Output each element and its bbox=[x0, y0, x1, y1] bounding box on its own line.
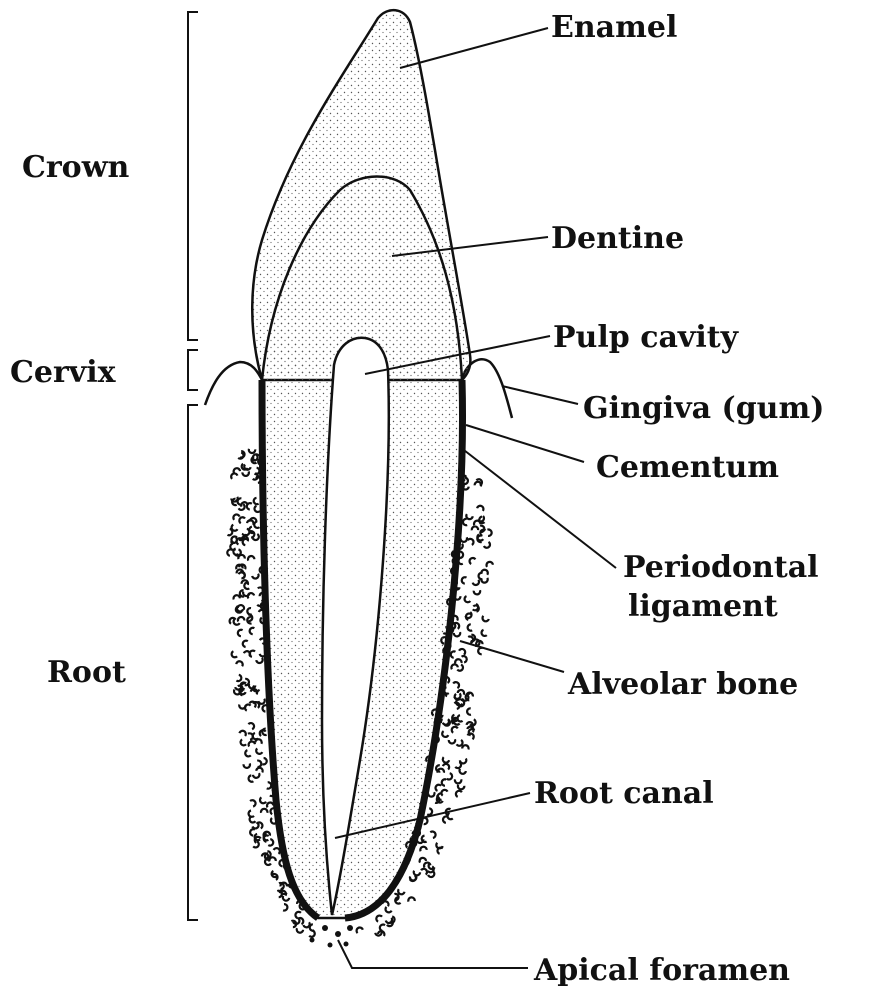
label-cementum: Cementum bbox=[596, 450, 779, 485]
crown-bracket bbox=[188, 12, 198, 340]
cervix-bracket bbox=[188, 350, 198, 390]
label-apical-foramen: Apical foramen bbox=[533, 953, 790, 988]
label-dentine: Dentine bbox=[551, 221, 684, 256]
gingiva-left bbox=[205, 362, 262, 405]
apical-foramen-leader bbox=[338, 940, 528, 968]
label-periodontal-line1: Periodontal bbox=[623, 550, 819, 585]
enamel-leader bbox=[400, 28, 548, 68]
label-alveolar-bone: Alveolar bone bbox=[567, 667, 798, 702]
label-pulp-cavity: Pulp cavity bbox=[553, 320, 740, 355]
label-enamel: Enamel bbox=[551, 10, 677, 45]
gingiva-leader bbox=[502, 386, 578, 404]
region-label-crown: Crown bbox=[22, 150, 130, 185]
region-label-root: Root bbox=[47, 655, 126, 690]
root-bracket bbox=[188, 405, 198, 920]
label-root-canal: Root canal bbox=[534, 776, 714, 811]
cementum-leader bbox=[466, 425, 584, 462]
region-label-cervix: Cervix bbox=[10, 355, 117, 390]
label-periodontal-line2: ligament bbox=[628, 589, 778, 624]
label-gingiva: Gingiva (gum) bbox=[583, 391, 824, 426]
